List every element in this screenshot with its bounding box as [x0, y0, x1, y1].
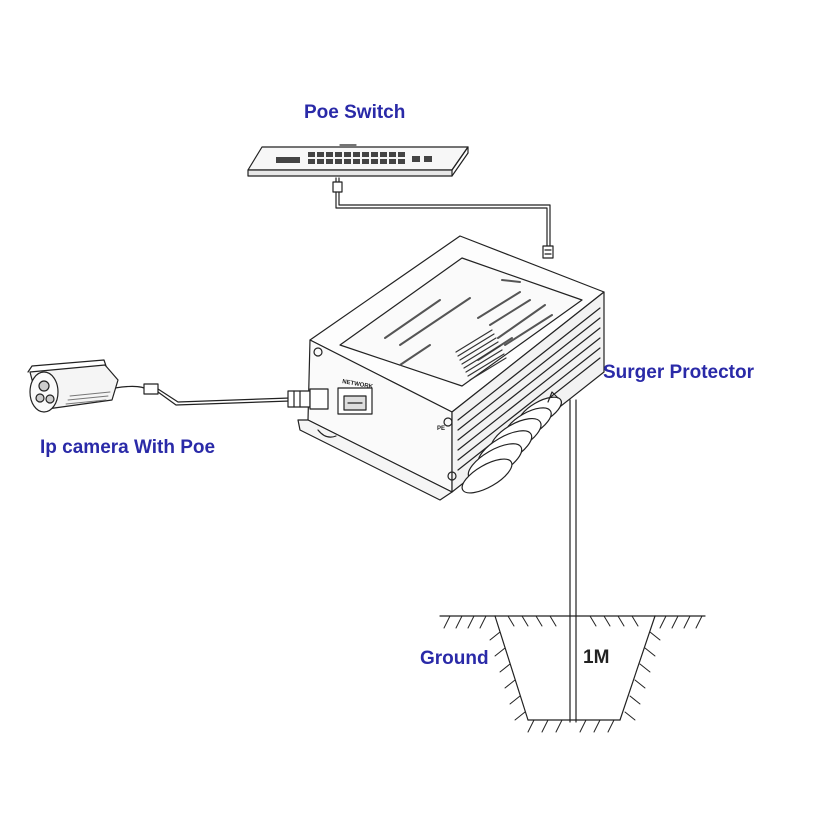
surge-protector — [297, 235, 605, 501]
network-port-label: NETWORK — [342, 379, 374, 390]
cable-camera-to-protector — [114, 383, 329, 410]
pe-terminal-label: PE — [437, 426, 445, 432]
ground-label: Ground — [420, 648, 489, 669]
grounding-rod — [569, 399, 577, 723]
cable-switch-to-protector — [332, 177, 554, 259]
switch-ports — [276, 152, 432, 164]
poe-switch-label: Poe Switch — [304, 102, 406, 123]
surge-protector-label: Surger Protector — [603, 362, 754, 383]
ground-wire-coil — [461, 391, 562, 494]
poe-switch — [247, 144, 469, 177]
ip-camera — [27, 359, 119, 413]
ip-camera-label: Ip camera With Poe — [40, 437, 216, 458]
depth-label: 1M — [583, 647, 610, 668]
ground-pit — [439, 615, 706, 733]
